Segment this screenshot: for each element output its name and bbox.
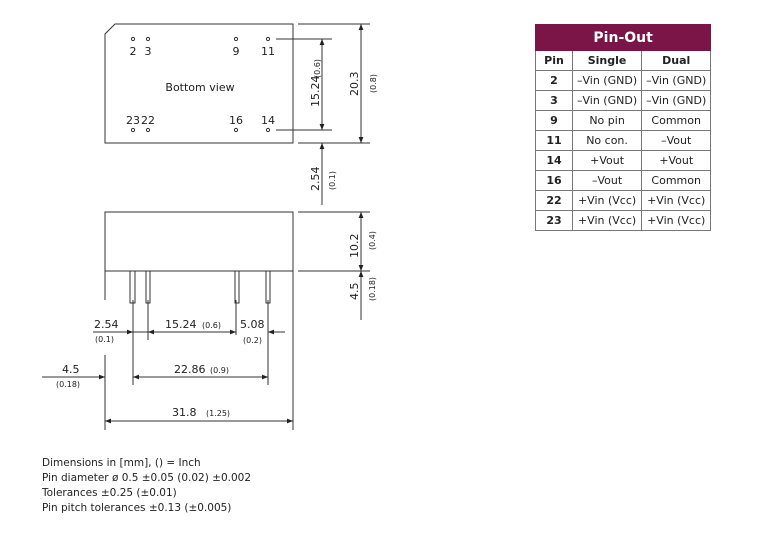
dim-text: (0.8) — [369, 74, 378, 93]
single-cell: +Vin (Vcc) — [571, 190, 643, 211]
dim-text: 2.54 — [94, 318, 119, 331]
column-header: Single — [571, 50, 643, 71]
dim-text: (0.2) — [243, 336, 262, 345]
table-row: 2–Vin (GND)–Vin (GND) — [535, 70, 712, 91]
pin-cell: 23 — [535, 210, 573, 231]
dual-cell: +Vin (Vcc) — [641, 190, 712, 211]
pin-label: 23 — [126, 114, 140, 127]
dim-text: 2.54 — [309, 167, 322, 192]
pin-label: 2 — [130, 45, 137, 58]
dim-text: (0.1) — [328, 171, 337, 190]
note-line: Tolerances ±0.25 (±0.01) — [42, 487, 177, 499]
side-view-outline: 10.2 (0.4) 4.5 (0.18) — [104, 211, 377, 320]
bottom-view-outline: 2 3 9 11 23 22 16 14 Bottom view — [104, 23, 294, 144]
pin-label: 11 — [261, 45, 275, 58]
pin-cell: 9 — [535, 110, 573, 131]
dim-text: (0.18) — [56, 380, 80, 389]
pin-label: 22 — [141, 114, 155, 127]
dim-text: (0.18) — [368, 277, 377, 301]
dual-cell: +Vin (Vcc) — [641, 210, 712, 231]
note-line: Pin diameter ø 0.5 ±0.05 (0.02) ±0.002 — [42, 472, 252, 484]
pin-cell: 3 — [535, 90, 573, 111]
dim-text: 4.5 — [348, 283, 361, 301]
single-cell: –Vin (GND) — [571, 90, 643, 111]
table-row: 3–Vin (GND)–Vin (GND) — [535, 90, 712, 111]
pin-cell: 2 — [535, 70, 573, 91]
single-cell: –Vout — [571, 170, 643, 191]
pin-label: 3 — [145, 45, 152, 58]
dim-text: (0.4) — [368, 231, 377, 250]
column-header: Pin — [535, 50, 573, 71]
dual-cell: Common — [641, 110, 712, 131]
pin-cell: 14 — [535, 150, 573, 171]
pin-cell: 16 — [535, 170, 573, 191]
pinout-title: Pin-Out — [534, 24, 712, 51]
dim-text: 4.5 — [62, 363, 80, 376]
pin-label: 16 — [229, 114, 243, 127]
dim-text: (0.6) — [202, 321, 221, 330]
dim-text: (1.25) — [206, 409, 230, 418]
bottom-view-label: Bottom view — [165, 81, 234, 94]
pin-label: 14 — [261, 114, 275, 127]
dim-text: 15.24 — [309, 76, 322, 108]
single-cell: No con. — [571, 130, 643, 151]
pin-cell: 22 — [535, 190, 573, 211]
dim-text: 10.2 — [348, 234, 361, 259]
dim-text: (0.9) — [210, 366, 229, 375]
dual-cell: Common — [641, 170, 712, 191]
dim-text: 5.08 — [240, 318, 265, 331]
single-cell: –Vin (GND) — [571, 70, 643, 91]
table-row: 14+Vout+Vout — [535, 150, 712, 171]
dim-text: (0.1) — [95, 335, 114, 344]
single-cell: +Vout — [571, 150, 643, 171]
top-right-dimensions: 15.24 (0.6) 20.3 (0.8) 2.54 (0.1) — [276, 23, 378, 205]
note-line: Dimensions in [mm], () = Inch — [42, 457, 201, 469]
dual-cell: +Vout — [641, 150, 712, 171]
table-row: 23+Vin (Vcc)+Vin (Vcc) — [535, 210, 712, 231]
note-line: Pin pitch tolerances ±0.13 (±0.005) — [42, 502, 232, 514]
pin-cell: 11 — [535, 130, 573, 151]
dim-text: 31.8 — [172, 406, 197, 419]
single-cell: No pin — [571, 110, 643, 131]
dim-text: 15.24 — [165, 318, 197, 331]
notes: Dimensions in [mm], () = Inch Pin diamet… — [42, 456, 251, 516]
pin-label: 9 — [233, 45, 240, 58]
dim-text: (0.6) — [313, 59, 322, 78]
dim-text: 20.3 — [348, 72, 361, 97]
column-header: Dual — [641, 50, 712, 71]
dual-cell: –Vin (GND) — [641, 70, 712, 91]
table-row: 22+Vin (Vcc)+Vin (Vcc) — [535, 190, 712, 211]
dual-cell: –Vin (GND) — [641, 90, 712, 111]
bottom-dimensions: 2.54 (0.1) 15.24 (0.6) 5.08 (0.2) 4.5 (0… — [42, 300, 294, 430]
dim-text: 22.86 — [174, 363, 206, 376]
dual-cell: –Vout — [641, 130, 712, 151]
single-cell: +Vin (Vcc) — [571, 210, 643, 231]
